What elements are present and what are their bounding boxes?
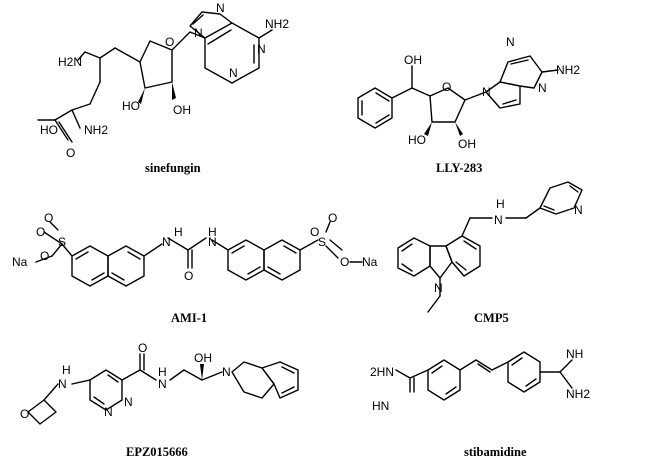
- atom-label: N: [538, 81, 547, 95]
- atom-label: H: [208, 225, 217, 239]
- atom-label: NH2: [84, 123, 108, 137]
- atom-label: N: [574, 203, 583, 217]
- atom-label: N: [162, 235, 171, 249]
- atom-label: N: [482, 85, 491, 99]
- atom-label: N: [434, 281, 443, 295]
- atom-label: N: [58, 377, 67, 391]
- atom-label: S: [318, 235, 326, 249]
- atom-label: N: [158, 377, 167, 391]
- atom-label: Na: [362, 255, 378, 269]
- atom-label: HO: [408, 133, 426, 147]
- compound-stibamidine: 2HN HN NH NH2 stibamidine: [370, 347, 590, 459]
- atom-label: O: [44, 211, 53, 225]
- atom-label: 2HN: [370, 365, 394, 379]
- compound-name: EPZ015666: [126, 445, 188, 459]
- atom-label: N: [194, 26, 203, 40]
- atom-label: S: [58, 235, 66, 249]
- compound-ami-1: O O S Na O H N H N O O O S O Na AMI-1: [12, 211, 378, 325]
- atom-label: O: [442, 80, 451, 94]
- atom-label: O: [340, 255, 349, 269]
- atom-label: HO: [122, 99, 140, 113]
- atom-label: N: [506, 35, 515, 49]
- compound-name: stibamidine: [464, 445, 527, 459]
- compound-name: sinefungin: [145, 161, 201, 175]
- atom-label: O: [184, 269, 193, 283]
- compound-sinefungin: NH2 N N N N O H2N HO OH HO NH2 O sinefun…: [37, 1, 289, 175]
- atom-label: O: [20, 407, 29, 421]
- atom-label: H: [62, 363, 71, 377]
- atom-label: N: [208, 235, 217, 249]
- atom-label: O: [165, 35, 174, 49]
- atom-label: OH: [194, 351, 212, 365]
- atom-label: N: [494, 213, 503, 227]
- atom-label: N: [104, 405, 113, 419]
- atom-label: OH: [173, 103, 191, 117]
- atom-label: N: [216, 1, 225, 15]
- atom-label: O: [36, 225, 45, 239]
- compound-name: LLY-283: [436, 161, 482, 175]
- atom-label: O: [40, 249, 49, 263]
- atom-label: H2N: [58, 55, 82, 69]
- atom-label: N: [124, 395, 133, 409]
- compound-lly-283: OH O N N N NH2 HO OH LLY-283: [357, 35, 580, 175]
- atom-label: OH: [458, 137, 476, 151]
- atom-label: H: [174, 225, 183, 239]
- atom-label: O: [310, 225, 319, 239]
- atom-label: HO: [40, 123, 58, 137]
- compound-epz015666: O H N N N O H N OH N EPZ015666: [20, 341, 299, 459]
- atom-label: Na: [12, 255, 28, 269]
- compound-name: CMP5: [474, 311, 509, 325]
- atom-label: H: [496, 197, 505, 211]
- atom-label: HN: [372, 399, 389, 413]
- atom-label: O: [138, 341, 147, 355]
- compound-cmp5: N H N N CMP5: [397, 181, 583, 325]
- atom-label: NH2: [566, 387, 590, 401]
- atom-label: N: [222, 365, 231, 379]
- atom-label: O: [328, 211, 337, 225]
- atom-label: N: [257, 42, 266, 56]
- atom-label: H: [158, 365, 167, 379]
- atom-label: NH: [566, 347, 583, 361]
- atom-label: OH: [404, 53, 422, 67]
- atom-label: N: [229, 66, 238, 80]
- atom-label: O: [66, 146, 75, 160]
- atom-label: NH2: [265, 17, 289, 31]
- atom-label: NH2: [556, 63, 580, 77]
- compound-name: AMI-1: [171, 311, 207, 325]
